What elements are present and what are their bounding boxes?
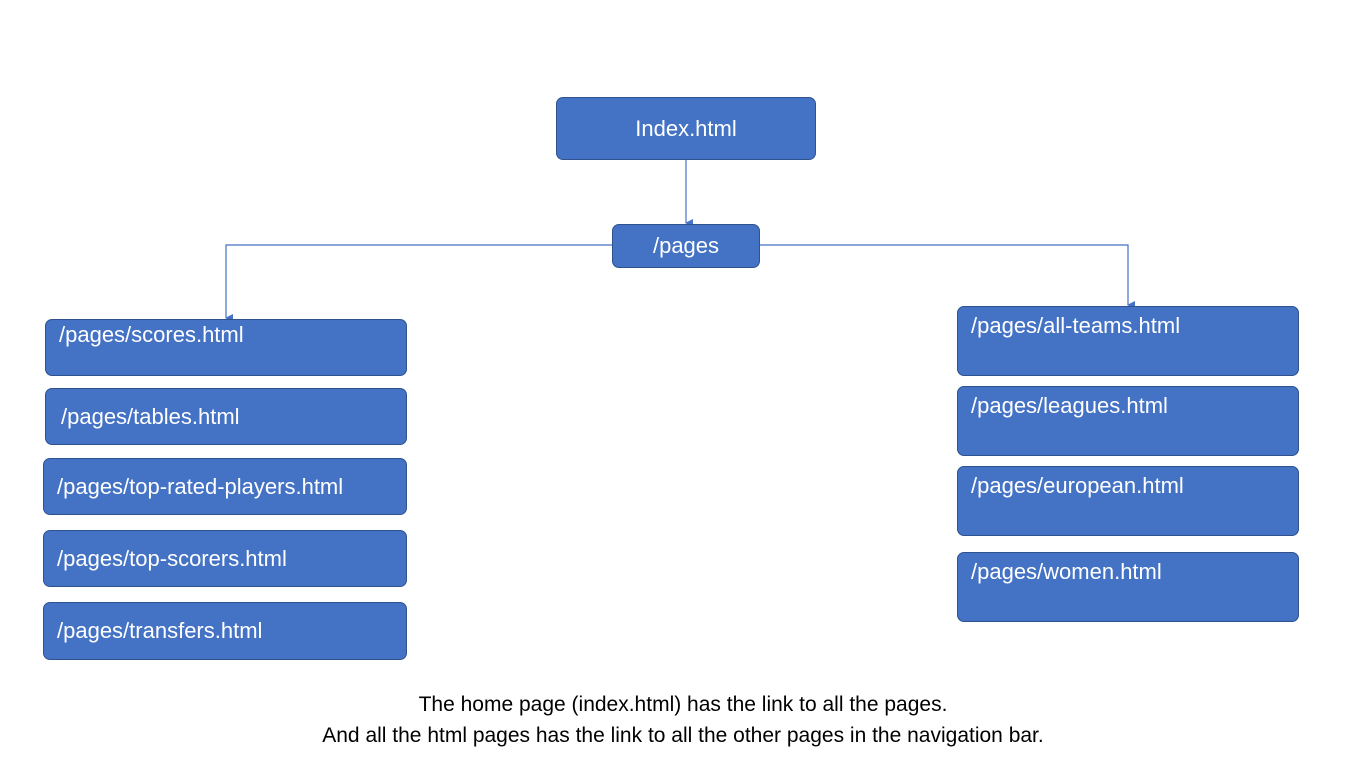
folder-node-label: /pages <box>652 233 720 258</box>
folder-node-pages: /pages <box>612 224 760 268</box>
page-node-label: /pages/top-rated-players.html <box>57 473 344 499</box>
diagram-caption: The home page (index.html) has the link … <box>0 689 1366 751</box>
page-node-label: /pages/leagues.html <box>971 393 1168 418</box>
connector-folder-to-right <box>760 244 1135 309</box>
caption-line-1: The home page (index.html) has the link … <box>418 693 948 716</box>
root-node-index: Index.html <box>556 97 816 160</box>
page-node-all-teams: /pages/all-teams.html <box>957 306 1299 376</box>
page-node-top-scorers: /pages/top-scorers.html <box>43 530 407 587</box>
page-node-label: /pages/tables.html <box>61 403 240 429</box>
page-node-label: /pages/women.html <box>971 559 1162 584</box>
page-node-tables: /pages/tables.html <box>45 388 407 445</box>
page-node-label: /pages/all-teams.html <box>971 313 1181 338</box>
page-node-top-rated-players: /pages/top-rated-players.html <box>43 458 407 515</box>
page-node-scores: /pages/scores.html <box>45 319 407 376</box>
page-node-women: /pages/women.html <box>957 552 1299 622</box>
page-node-transfers: /pages/transfers.html <box>43 602 407 660</box>
connector-folder-to-left <box>225 244 612 322</box>
page-node-european: /pages/european.html <box>957 466 1299 536</box>
page-node-label: /pages/scores.html <box>59 322 244 347</box>
page-node-label: /pages/transfers.html <box>57 618 263 643</box>
caption-line-2: And all the html pages has the link to a… <box>322 724 1044 747</box>
page-node-label: /pages/european.html <box>971 473 1184 498</box>
page-node-label: /pages/top-scorers.html <box>57 545 287 571</box>
root-node-label: Index.html <box>635 115 737 141</box>
page-node-leagues: /pages/leagues.html <box>957 386 1299 456</box>
